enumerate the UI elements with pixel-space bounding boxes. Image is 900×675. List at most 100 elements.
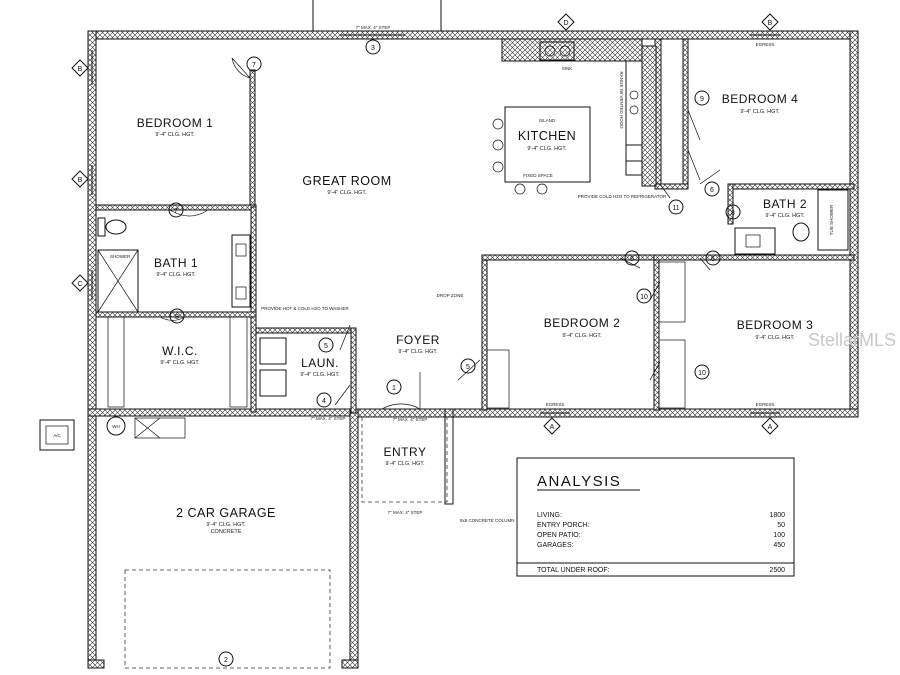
svg-text:450: 450 — [773, 542, 785, 549]
svg-text:ENTRY PORCH:: ENTRY PORCH: — [537, 522, 590, 529]
room-ceiling: 9'-4" CLG. HGT. — [385, 461, 425, 467]
step-note-entry: 7" MAX. 4" STEP — [388, 510, 423, 515]
analysis-total: TOTAL UNDER ROOF: 2500 — [537, 567, 785, 574]
room-ceiling: 9'-4" CLG. HGT. — [156, 272, 196, 278]
egress-note: EGRESS — [756, 402, 775, 407]
svg-text:8: 8 — [175, 314, 179, 321]
wh-note: WH — [112, 424, 120, 429]
room-ceiling: 9'-4" CLG. HGT. — [765, 213, 805, 219]
svg-text:9: 9 — [700, 96, 704, 103]
svg-text:A: A — [550, 424, 555, 431]
svg-text:2500: 2500 — [769, 567, 785, 574]
room-name: FOYER — [396, 333, 440, 347]
ac-unit — [39, 419, 75, 451]
svg-text:3: 3 — [371, 45, 375, 52]
analysis-table: ANALYSIS LIVING: 1800 ENTRY PORCH: 50 OP… — [516, 457, 795, 577]
step-note-laundry: 7" MAX. 4" STEP — [311, 416, 346, 421]
door-tag: 10 — [694, 364, 710, 380]
kitchen-space-note: FIXED SPACE — [523, 173, 552, 178]
room-ceiling: 9'-4" CLG. HGT. — [206, 522, 246, 528]
svg-text:1800: 1800 — [769, 512, 785, 519]
ac-note: A/C — [53, 433, 61, 438]
analysis-row: GARAGES: 450 — [537, 542, 785, 549]
room-ceiling: 9'-4" CLG. HGT. — [155, 132, 195, 138]
room-wic: W.I.C. 9'-4" CLG. HGT. — [160, 344, 200, 366]
svg-text:5: 5 — [324, 343, 328, 350]
sink-note: SINK — [562, 66, 573, 71]
svg-text:2: 2 — [224, 657, 228, 664]
room-name: BEDROOM 4 — [722, 92, 799, 106]
door-tag: 5 — [460, 358, 476, 374]
bath1-fixtures — [97, 217, 251, 313]
window-tag: B — [761, 13, 779, 31]
svg-text:B: B — [78, 66, 83, 73]
room-name: BEDROOM 3 — [737, 318, 814, 332]
room-ceiling: 9'-4" CLG. HGT. — [562, 333, 602, 339]
column-note: 8x8 CONCRETE COLUMN — [460, 518, 515, 523]
hood-note: RANGE W/ VENTED HOOD — [619, 71, 624, 129]
room-ceiling: 9'-4" CLG. HGT. — [740, 109, 780, 115]
svg-text:LIVING:: LIVING: — [537, 512, 562, 519]
svg-text:11: 11 — [672, 205, 679, 212]
svg-text:D: D — [563, 20, 568, 27]
room-bedroom-4: BEDROOM 4 9'-4" CLG. HGT. — [722, 92, 799, 115]
door-tag: 9 — [694, 90, 710, 106]
step-note-foyer: 7" MAX. 4" STEP — [393, 417, 428, 422]
svg-text:10: 10 — [640, 294, 648, 301]
svg-text:7: 7 — [252, 62, 256, 69]
watermark-logo: StellarMLS — [808, 330, 896, 350]
door-tag: 6 — [704, 181, 720, 197]
analysis-title: ANALYSIS — [537, 473, 621, 490]
egress-note: EGRESS — [546, 402, 565, 407]
room-name: BEDROOM 2 — [544, 316, 621, 330]
door-tag: 7 — [246, 56, 262, 72]
room-ceiling: 9'-4" CLG. HGT. — [300, 372, 340, 378]
laundry-fixtures — [259, 337, 287, 397]
svg-text:10: 10 — [698, 370, 706, 377]
room-kitchen: KITCHEN 9'-4" CLG. HGT. — [518, 129, 576, 152]
room-bedroom-3: BEDROOM 3 9'-4" CLG. HGT. — [737, 318, 814, 341]
drop-zone-note: DROP ZONE — [437, 293, 464, 298]
interior-walls — [95, 38, 855, 414]
room-bath-1: BATH 1 9'-4" CLG. HGT. — [154, 256, 198, 278]
window-tag: C — [71, 274, 89, 292]
step-note-top: 7" MAX. 4" STEP — [356, 25, 391, 30]
door-tags: 1 2 3 4 5 5 6 6 6 7 7 8 8 9 10 10 11 — [168, 39, 741, 667]
door-tag: 10 — [636, 288, 652, 304]
window-tag: A — [761, 417, 779, 435]
room-great-room: GREAT ROOM 9'-4" CLG. HGT. — [302, 174, 391, 196]
door-tag: 4 — [316, 392, 332, 408]
room-name: BEDROOM 1 — [137, 116, 214, 130]
svg-text:C: C — [77, 281, 82, 288]
closets — [107, 261, 686, 409]
room-bedroom-1: BEDROOM 1 9'-4" CLG. HGT. — [137, 116, 214, 138]
window-tag: B — [71, 170, 89, 188]
svg-text:B: B — [78, 177, 83, 184]
room-name: BATH 2 — [763, 197, 807, 211]
svg-text:6: 6 — [710, 187, 714, 194]
door-tag: 11 — [668, 199, 684, 215]
window-tag: D — [557, 13, 575, 31]
door-tag: 2 — [218, 651, 234, 667]
room-floor: CONCRETE — [211, 529, 242, 535]
kitchen-island — [492, 106, 591, 195]
door-tag: 1 — [386, 379, 402, 395]
room-name: GREAT ROOM — [302, 174, 391, 188]
fridge-note: PROVIDE COLD H2O TO REFRIGERATOR — [578, 194, 667, 199]
door-tag: 5 — [318, 337, 334, 353]
door-tag: 8 — [169, 308, 185, 324]
door-tag: 6 — [624, 250, 640, 266]
svg-text:50: 50 — [777, 522, 785, 529]
room-ceiling: 9'-4" CLG. HGT. — [160, 360, 200, 366]
shower-note: SHOWER — [110, 254, 131, 259]
room-name: KITCHEN — [518, 129, 576, 143]
window-tags: A A B B B C D — [71, 13, 779, 435]
rear-porch-lines — [312, 0, 442, 31]
room-bedroom-2: BEDROOM 2 9'-4" CLG. HGT. — [544, 316, 621, 339]
garage-door — [124, 569, 331, 669]
svg-text:GARAGES:: GARAGES: — [537, 542, 574, 549]
svg-text:A: A — [768, 424, 773, 431]
room-ceiling: 9'-4" CLG. HGT. — [755, 335, 795, 341]
room-laundry: LAUN. 9'-4" CLG. HGT. — [300, 356, 340, 378]
